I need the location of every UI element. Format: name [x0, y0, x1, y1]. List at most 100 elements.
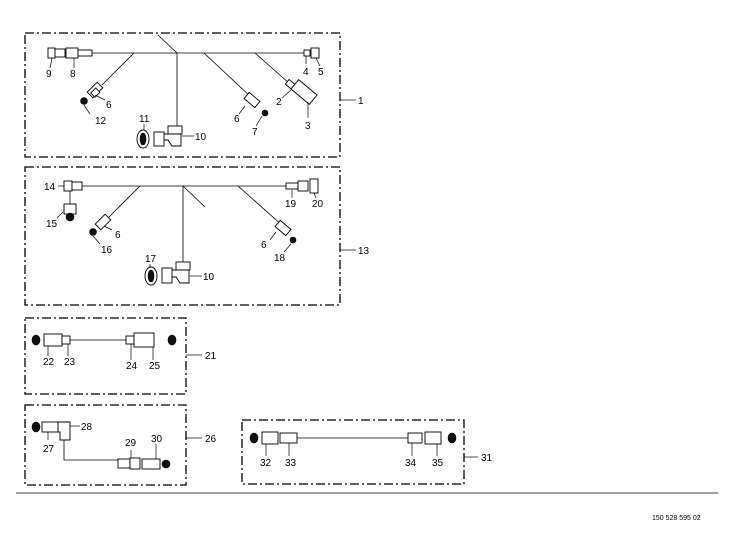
connector-8 [65, 47, 79, 59]
callout-18: 18 [274, 253, 286, 264]
connector-19 [297, 180, 309, 192]
callout-26: 26 [205, 434, 217, 445]
callout-13: 13 [358, 246, 370, 257]
callout-4: 4 [303, 67, 309, 78]
connector-33 [279, 432, 298, 444]
callout-22: 22 [43, 357, 55, 368]
callout-35: 35 [432, 458, 444, 469]
callout-6b: 6 [234, 114, 240, 125]
callout-29: 29 [125, 438, 137, 449]
callout-31: 31 [481, 453, 493, 464]
callout-34: 34 [405, 458, 417, 469]
callout-9: 9 [46, 69, 52, 80]
callout-25: 25 [149, 361, 161, 372]
harness-group-13: 13 14 15 6 16 17 10 6 18 19 20 [24, 166, 370, 306]
callout-15: 15 [46, 219, 58, 230]
connector-sleeve [77, 49, 93, 57]
callout-3: 3 [305, 121, 311, 132]
connector-4 [303, 49, 311, 57]
connector-10b-top [175, 261, 191, 271]
callout-6a: 6 [106, 100, 112, 111]
callout-11: 11 [139, 114, 150, 125]
callout-20: 20 [312, 199, 324, 210]
plug-27-end [31, 421, 41, 433]
connector-35 [424, 431, 442, 445]
callout-23: 23 [64, 357, 76, 368]
connector-25 [133, 332, 155, 348]
group-26-frame [24, 404, 187, 486]
connector-14 [71, 181, 83, 191]
plug-16 [89, 228, 97, 236]
callout-33: 33 [285, 458, 297, 469]
harness-group-21: 21 22 23 24 25 [24, 317, 217, 395]
connector-34 [407, 432, 423, 444]
callout-21: 21 [205, 351, 217, 362]
callout-19: 19 [285, 199, 297, 210]
group-13-frame [24, 166, 341, 306]
callout-10a: 10 [195, 132, 207, 143]
callout-14: 14 [44, 182, 56, 193]
connector-27 [41, 421, 59, 433]
connector-20 [309, 178, 319, 194]
group-1-frame [24, 32, 341, 158]
connector-10b-face [161, 267, 173, 284]
connector-30 [141, 458, 161, 470]
connector-6-right-13 [274, 219, 292, 237]
callout-30: 30 [151, 434, 163, 445]
connector-10-top [167, 125, 183, 135]
plug-35-end [447, 432, 457, 444]
connector-6-left-13 [94, 213, 112, 231]
connector-24 [125, 335, 135, 345]
drawing-reference: 150 528 595 02 [652, 515, 701, 522]
connector-32 [261, 431, 279, 445]
connector-28 [57, 421, 71, 441]
group-31-frame [241, 419, 465, 485]
plug-32-end [249, 432, 259, 444]
callout-6d: 6 [261, 240, 267, 251]
plug-7 [261, 109, 269, 117]
callout-5: 5 [318, 67, 324, 78]
connector-15 [63, 203, 77, 215]
seal-17-core [147, 269, 155, 283]
harness-group-1: 1 2 3 4 5 6 6 7 8 9 10 11 12 [24, 32, 364, 158]
callout-6c: 6 [115, 230, 121, 241]
seal-11-core [139, 132, 147, 146]
callout-2: 2 [276, 97, 282, 108]
callout-16: 16 [101, 245, 113, 256]
plug-22-end [31, 334, 41, 346]
plug-30-end [161, 459, 171, 469]
plug-18 [289, 236, 297, 244]
callout-8: 8 [70, 69, 76, 80]
connector-5 [310, 47, 320, 59]
callout-12: 12 [95, 116, 107, 127]
connector-9 [47, 47, 56, 59]
callout-24: 24 [126, 361, 138, 372]
connector-3 [290, 79, 318, 105]
connector-6-left-head [90, 87, 101, 98]
connector-10-elbow [162, 133, 182, 147]
connector-body [54, 48, 66, 58]
plug-25-end [167, 334, 177, 346]
connector-14-cap [63, 180, 73, 192]
callout-32: 32 [260, 458, 272, 469]
connector-29-collar [129, 457, 141, 470]
callout-10b: 10 [203, 272, 215, 283]
plug-15 [65, 212, 75, 222]
callout-1: 1 [358, 96, 364, 107]
connector-10b-elbow [170, 269, 190, 284]
harness-group-31: 31 32 33 34 35 [241, 419, 493, 485]
connector-6-right [243, 91, 261, 109]
callout-17: 17 [145, 254, 157, 265]
group-21-frame [24, 317, 187, 395]
harness-group-26: 26 27 28 29 30 [24, 404, 217, 486]
callout-27: 27 [43, 444, 55, 455]
plug-12 [80, 97, 88, 105]
connector-29 [117, 458, 131, 469]
connector-23 [61, 335, 71, 345]
callout-28: 28 [81, 422, 93, 433]
callout-7: 7 [252, 127, 258, 138]
sleeve-19 [285, 182, 299, 190]
connector-10-face [153, 131, 165, 147]
connector-22 [43, 333, 63, 347]
